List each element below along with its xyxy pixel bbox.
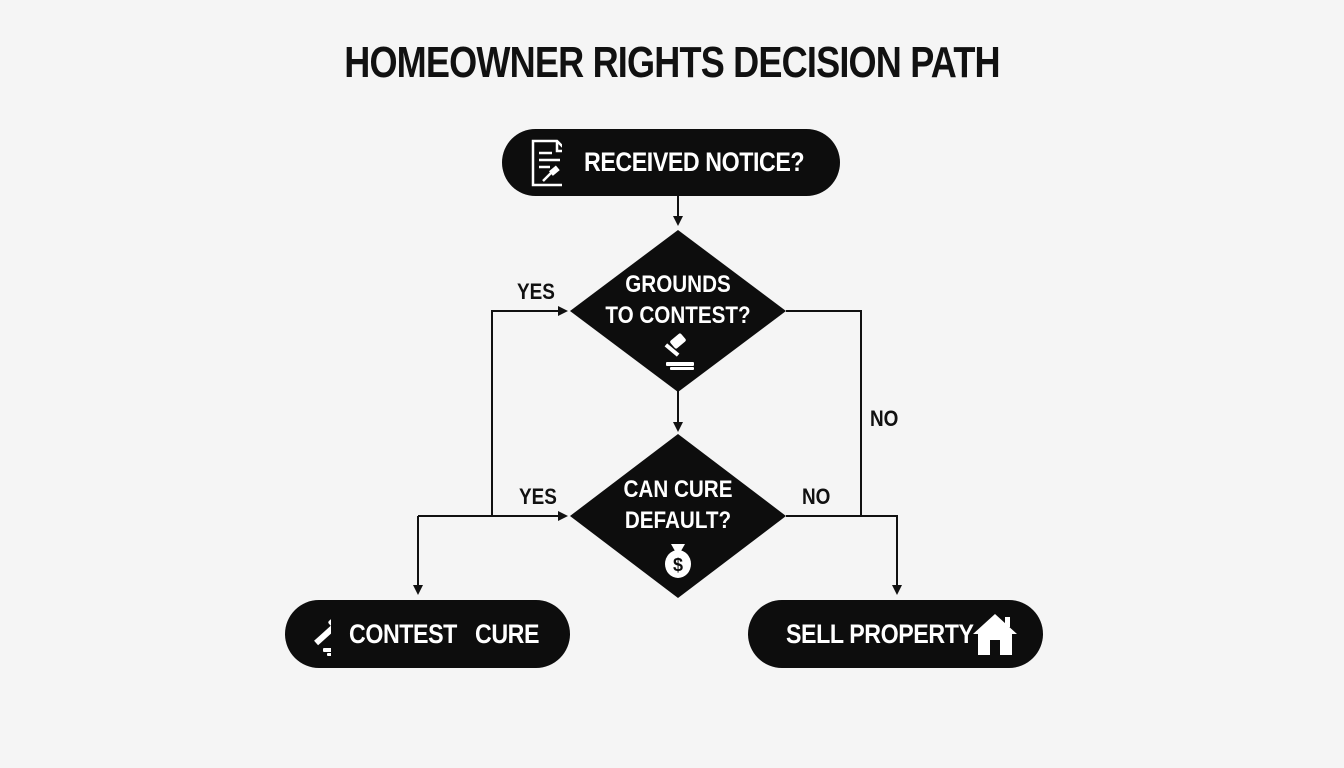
- contest-cure-node: CONTEST CURE: [285, 600, 570, 668]
- contest-cure-label: CONTEST CURE: [348, 618, 540, 649]
- connector-yes-loop: [491, 306, 568, 516]
- gavel-icon: [314, 610, 331, 656]
- edge-label-yes-bottom: YES: [519, 484, 557, 509]
- edge-label-yes-top: YES: [517, 279, 555, 304]
- page-title: HOMEOWNER RIGHTS DECISION PATH: [344, 38, 1000, 87]
- received-notice-node: RECEIVED NOTICE?: [502, 129, 840, 196]
- legal-document-icon: [531, 139, 562, 186]
- gavel-icon: [664, 333, 694, 370]
- grounds-line-1: GROUNDS: [625, 271, 731, 298]
- house-icon: [973, 614, 1017, 655]
- sell-property-label: SELL PROPERTY: [786, 618, 974, 649]
- sell-property-node: SELL PROPERTY: [748, 600, 1043, 668]
- edge-label-no-bottom: NO: [802, 484, 831, 509]
- grounds-diamond-label: GROUNDS TO CONTEST?: [601, 269, 756, 331]
- connector-no-to-sell: [786, 515, 902, 595]
- cure-line-1: CAN CURE: [623, 476, 733, 503]
- grounds-line-2: TO CONTEST?: [605, 302, 751, 329]
- svg-text:$: $: [673, 555, 683, 575]
- edge-label-no-right: NO: [870, 406, 899, 431]
- money-bag-icon: $: [665, 544, 691, 578]
- received-notice-label: RECEIVED NOTICE?: [583, 147, 805, 177]
- cure-diamond-label: CAN CURE DEFAULT?: [601, 474, 756, 536]
- cure-line-2: DEFAULT?: [624, 507, 732, 534]
- cure-diamond: [570, 434, 786, 598]
- connector-no-from-grounds: [786, 310, 862, 516]
- grounds-diamond: [570, 230, 786, 392]
